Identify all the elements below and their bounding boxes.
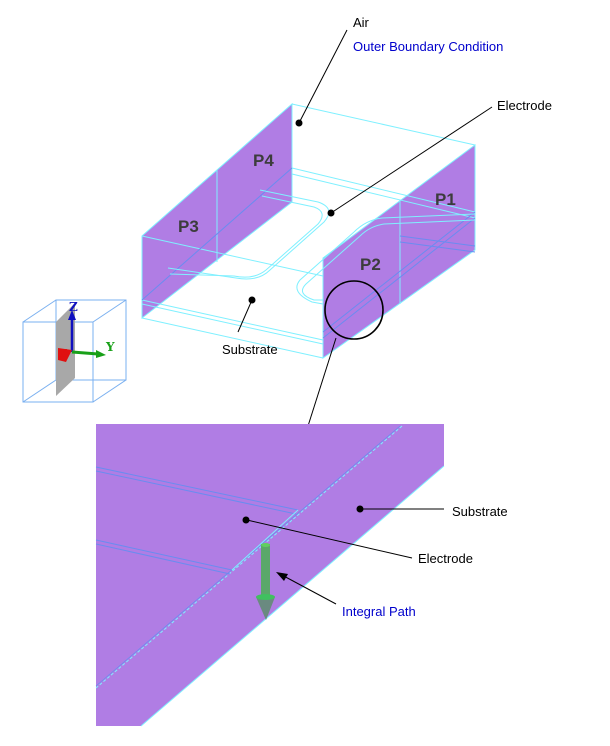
callouts-top: Air Outer Boundary Condition Electrode S… xyxy=(222,15,552,474)
label-substrate-top: Substrate xyxy=(222,342,278,357)
substrate-front-bottom xyxy=(141,303,324,345)
detail-trace-1a xyxy=(95,466,299,511)
substrate-top-back-2 xyxy=(291,173,476,219)
integral-path-shaft xyxy=(261,544,270,599)
detail-trace-1b xyxy=(95,470,297,515)
substrate-front-base xyxy=(141,317,324,359)
label-integral-path: Integral Path xyxy=(342,604,416,619)
detail-electrode-edge xyxy=(231,509,299,571)
label-outer-boundary: Outer Boundary Condition xyxy=(353,39,503,54)
port-panel-right xyxy=(322,144,476,359)
triad-edge-4 xyxy=(22,379,57,403)
axis-y-label: Y xyxy=(105,340,115,354)
leader-dot-electrode-top xyxy=(327,209,335,217)
panel-right-trace xyxy=(399,235,476,247)
axis-triad: Z Y X xyxy=(22,299,127,403)
leader-electrode-top xyxy=(330,106,493,214)
label-electrode-detail: Electrode xyxy=(418,551,473,566)
axis-x-arrow xyxy=(58,348,72,362)
label-substrate-detail: Substrate xyxy=(452,504,508,519)
port-label-p1: P1 xyxy=(435,190,456,209)
air-front-top xyxy=(141,235,324,277)
leader-electrode-detail xyxy=(246,519,413,559)
leader-dot-air xyxy=(295,119,303,127)
leader-dot-substrate-detail xyxy=(356,505,364,513)
model-3d: P4 P3 P1 P2 xyxy=(141,102,476,359)
panel-right-inner xyxy=(322,211,476,333)
detail-trace-2a xyxy=(95,539,233,571)
detail-trace-2b xyxy=(95,543,231,575)
axis-z-label: Z xyxy=(69,300,78,314)
triad-edge-3 xyxy=(92,379,127,403)
electrode-trace-a1 xyxy=(167,189,330,280)
leader-air xyxy=(298,29,348,124)
integral-path-cap xyxy=(261,543,270,547)
axis-x-label: X xyxy=(58,347,68,361)
triad-edge-1 xyxy=(22,299,57,323)
electrode-trace-b2 xyxy=(301,219,476,301)
leader-integral-path-head xyxy=(276,572,288,581)
leader-substrate-top xyxy=(237,299,253,333)
port-label-p4: P4 xyxy=(253,151,274,170)
axis-z-head xyxy=(68,310,76,320)
substrate-top-back xyxy=(291,167,476,213)
detail-substrate-line xyxy=(95,425,403,689)
detail-view: Substrate Electrode Integral Path xyxy=(95,424,508,727)
port-label-p3: P3 xyxy=(178,217,199,236)
substrate-front-top xyxy=(141,299,324,341)
label-air: Air xyxy=(353,15,370,30)
integral-path-arrow xyxy=(256,543,275,620)
panel-right-trace-2 xyxy=(399,241,476,253)
leader-dot-electrode-detail xyxy=(242,516,250,524)
leader-integral-path xyxy=(279,573,337,605)
axis-y-head xyxy=(96,350,106,358)
axis-y-arrow xyxy=(71,350,99,356)
zoom-circle xyxy=(324,280,384,340)
port-label-p2: P2 xyxy=(360,255,381,274)
integral-path-head-rim xyxy=(256,594,275,600)
panel-left-inner xyxy=(141,167,293,301)
label-electrode-top: Electrode xyxy=(497,98,552,113)
electrode-trace-a2 xyxy=(169,195,323,278)
leader-dot-substrate-top xyxy=(248,296,256,304)
electrode-trace-b1 xyxy=(296,213,476,305)
integral-path-head xyxy=(256,597,275,620)
panel-right-inner-2 xyxy=(322,217,476,339)
triad-edge-2 xyxy=(92,299,127,323)
electrode-traces xyxy=(167,189,476,305)
air-box-top-edge xyxy=(291,103,476,146)
